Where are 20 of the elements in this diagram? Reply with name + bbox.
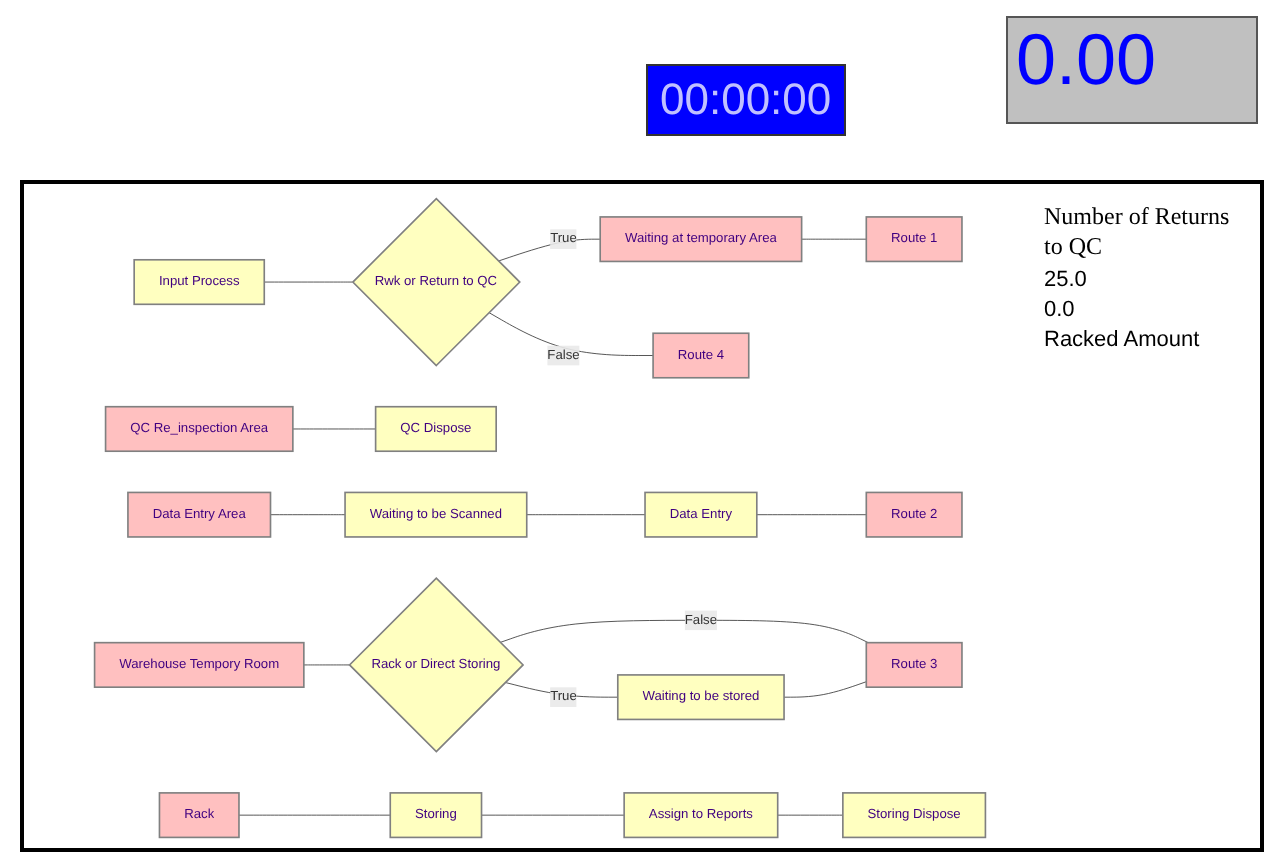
- connector: [292, 428, 377, 430]
- connector: [801, 238, 867, 240]
- gauge-title: Number of Returns to QC: [1044, 202, 1232, 262]
- connector: [263, 281, 353, 283]
- value-display: 0.00: [1006, 16, 1258, 124]
- clock-label: Racked Amount: [1044, 328, 1202, 352]
- connector: [497, 238, 601, 262]
- connector: [481, 814, 625, 816]
- connector: [783, 681, 867, 698]
- connector: [526, 514, 646, 516]
- clock-display: 00:00:00: [646, 64, 846, 136]
- gauge-min-label: 0.0: [1044, 298, 1077, 322]
- connector: [303, 664, 350, 666]
- gauge-max-label: 25.0: [1044, 268, 1089, 292]
- connector: [499, 619, 869, 644]
- connector: [270, 514, 346, 516]
- connector: [238, 814, 391, 816]
- connector: [777, 814, 844, 816]
- connector: [756, 514, 867, 516]
- connector: [488, 312, 654, 356]
